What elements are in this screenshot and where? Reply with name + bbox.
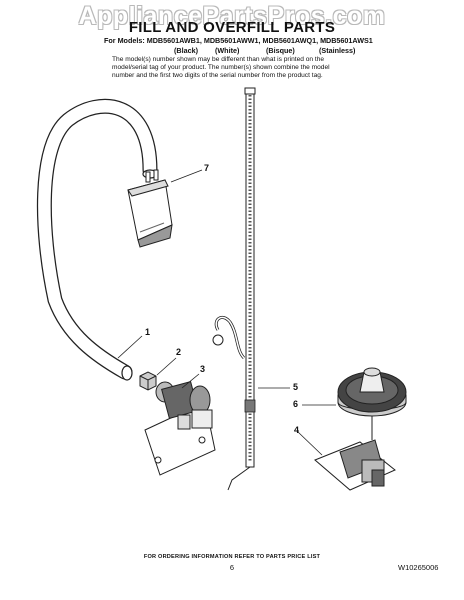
page-number: 6: [229, 563, 235, 572]
float-part: [337, 367, 407, 440]
callout-3: 3: [200, 364, 206, 374]
variant-black: (Black): [174, 46, 198, 55]
callout-7: 7: [204, 163, 210, 173]
page-title: FILL AND OVERFILL PARTS: [128, 19, 336, 36]
callout-1: 1: [145, 327, 151, 337]
note-line: number and the first two digits of the s…: [112, 72, 323, 80]
water-valve-part: [144, 381, 216, 476]
nut-part: [139, 371, 157, 391]
overfill-tube-part: [212, 87, 256, 491]
document-number: W10265006: [398, 563, 439, 572]
callout-4: 4: [294, 425, 300, 435]
callout-6: 6: [293, 399, 299, 409]
callout-2: 2: [176, 347, 182, 357]
note-line: model/serial tag of your product. The nu…: [112, 64, 330, 72]
models-line: For Models: MDB5601AWB1, MDB5601AWW1, MD…: [104, 36, 373, 45]
ordering-footer: FOR ORDERING INFORMATION REFER TO PARTS …: [143, 554, 321, 560]
leader-lines: [117, 169, 336, 456]
float-switch-part: [127, 169, 173, 248]
switch-assembly-part: [314, 439, 396, 491]
model-note: The model(s) number shown may be differe…: [112, 56, 372, 81]
variant-bisque: (Bisque): [266, 46, 295, 55]
variant-white: (White): [215, 46, 240, 55]
note-line: The model(s) number shown may be differe…: [112, 56, 325, 63]
watermark: AppliancePartsPros.com: [78, 2, 386, 30]
variant-stainless: (Stainless): [319, 46, 356, 55]
callout-5: 5: [293, 382, 299, 392]
